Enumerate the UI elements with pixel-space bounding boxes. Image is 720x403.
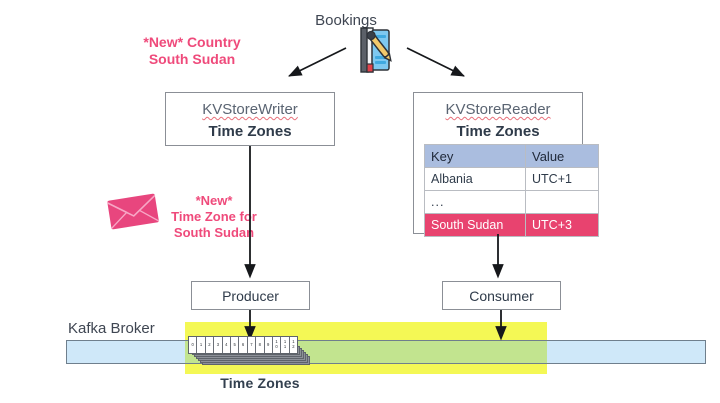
- new-timezone-line1: *New*: [195, 193, 233, 208]
- kvstore-reader-title: KVStoreReader: [445, 101, 551, 118]
- log-offset-cell: 6: [239, 337, 248, 353]
- log-offset-cell: 4: [223, 337, 231, 353]
- timezone-key-value-table: Key Value Albania UTC+1 ... South Sudan …: [424, 144, 599, 237]
- table-header-row: Key Value: [424, 144, 599, 168]
- arrow-consumer-to-broker: [493, 310, 509, 344]
- kafka-topic-label: Time Zones: [220, 375, 300, 391]
- arrow-reader-to-consumer: [490, 234, 506, 282]
- log-offset-cell: 2: [206, 337, 215, 353]
- log-offset-cell: 9: [265, 337, 273, 353]
- column-header-value: Value: [525, 144, 599, 168]
- kvstore-reader-subtitle: Time Zones: [456, 123, 540, 140]
- table-row-highlighted: South Sudan UTC+3: [424, 213, 599, 237]
- envelope-icon: [107, 192, 160, 230]
- arrow-bookings-to-reader: [404, 46, 474, 82]
- log-offset-cell: 3: [214, 337, 223, 353]
- bookings-ticket-icon: [355, 26, 401, 80]
- cell-key: South Sudan: [424, 213, 526, 237]
- cell-value: UTC+1: [525, 167, 599, 191]
- column-header-key: Key: [424, 144, 526, 168]
- table-row: ...: [424, 190, 599, 214]
- new-timezone-callout: *New* Time Zone for South Sudan: [152, 193, 276, 241]
- new-country-callout: *New* Country South Sudan: [118, 34, 266, 68]
- consumer-box[interactable]: Consumer: [442, 281, 561, 310]
- consumer-label: Consumer: [469, 287, 534, 304]
- cell-value: [525, 190, 599, 214]
- new-timezone-line3: South Sudan: [173, 224, 255, 240]
- bookings-label: Bookings: [315, 12, 377, 29]
- kafka-broker-label: Kafka Broker: [68, 320, 155, 337]
- kvstore-writer-box[interactable]: KVStoreWriter Time Zones: [165, 92, 335, 146]
- cell-key: ...: [424, 190, 526, 214]
- cell-key: Albania: [424, 167, 526, 191]
- log-offset-cell: 5: [231, 337, 240, 353]
- producer-label: Producer: [222, 287, 279, 304]
- new-country-line2: South Sudan: [148, 51, 236, 68]
- new-country-line1: *New* Country: [143, 34, 241, 50]
- kvstore-writer-title: KVStoreWriter: [202, 101, 298, 118]
- log-offset-cell: 8: [256, 337, 265, 353]
- new-timezone-line2: Time Zone for: [171, 208, 257, 224]
- table-row: Albania UTC+1: [424, 167, 599, 191]
- log-offset-cell: 1: [197, 337, 206, 353]
- arrow-bookings-to-writer: [280, 46, 350, 82]
- arrow-producer-to-broker: [242, 310, 258, 344]
- log-offset-cell: 7: [248, 337, 257, 353]
- kvstore-writer-subtitle: Time Zones: [208, 123, 292, 140]
- producer-box[interactable]: Producer: [191, 281, 310, 310]
- cell-value: UTC+3: [525, 213, 599, 237]
- arrow-writer-to-producer: [242, 146, 258, 282]
- log-offset-cell: 0: [189, 337, 198, 353]
